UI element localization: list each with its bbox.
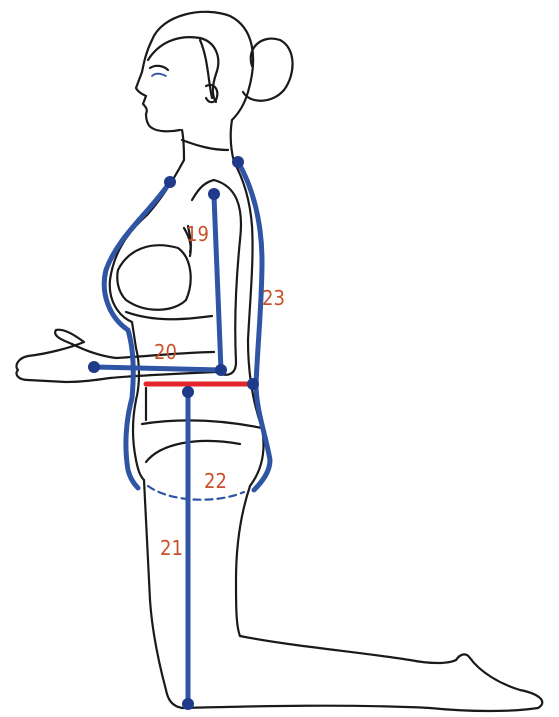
label-23: 23 — [262, 286, 285, 310]
dot-shoulder-top — [208, 188, 220, 200]
panty-top — [142, 421, 262, 428]
thigh-back — [236, 486, 250, 636]
dot-elbow — [215, 364, 227, 376]
hair-bun — [243, 39, 293, 101]
bra-cup — [117, 245, 190, 310]
label-19: 19 — [186, 222, 209, 246]
hair-strand — [200, 40, 212, 98]
foot — [182, 654, 542, 711]
panty-leg — [146, 441, 240, 462]
label-22: 22 — [204, 469, 227, 493]
eye — [152, 74, 166, 76]
eyebrow — [150, 66, 168, 70]
forearm-top — [72, 344, 214, 358]
thigh-front — [144, 480, 182, 708]
dot-wrist — [88, 361, 100, 373]
head-outline — [152, 12, 253, 120]
dot-floor — [182, 698, 194, 710]
measure-22-dashed-line — [148, 486, 244, 500]
collar-line — [182, 140, 228, 150]
dot-waist-front — [182, 386, 194, 398]
measurement-dots — [88, 156, 259, 710]
dot-waist-back — [247, 378, 259, 390]
measure-23-back-line — [238, 162, 270, 490]
measure-19-line — [214, 196, 221, 370]
label-20: 20 — [154, 340, 177, 364]
calf — [240, 636, 456, 663]
neck-back — [231, 120, 234, 162]
measure-20-line — [94, 367, 221, 370]
neck-front — [182, 130, 184, 160]
dot-shoulder-front — [164, 176, 176, 188]
hand — [16, 330, 216, 382]
dot-neck-back — [232, 156, 244, 168]
face-profile — [136, 40, 180, 131]
measure-front-torso-line — [104, 182, 170, 488]
bra-band — [126, 312, 212, 319]
label-21: 21 — [160, 536, 183, 560]
measurement-lines — [94, 162, 270, 704]
